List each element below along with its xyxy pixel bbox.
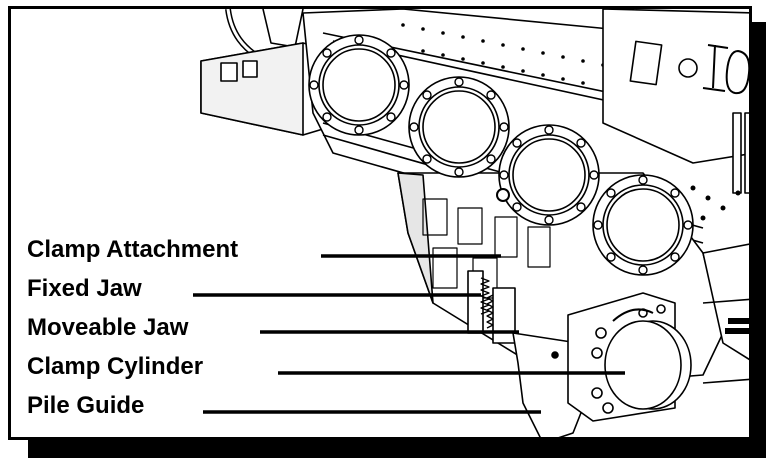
diagram-frame — [8, 6, 752, 440]
leader-lines — [193, 254, 625, 414]
label-clamp-cylinder: Clamp Cylinder — [27, 353, 204, 380]
hose-mount — [262, 9, 304, 48]
port-1 — [308, 34, 410, 136]
port-4 — [592, 174, 694, 276]
port-3 — [498, 124, 600, 226]
port-bolts — [309, 35, 693, 275]
label-clamp-attachment: Clamp Attachment — [27, 236, 239, 263]
label-moveable-jaw: Moveable Jaw — [27, 314, 189, 341]
label-pile-guide: Pile Guide — [27, 392, 145, 419]
machine-drawing — [193, 9, 749, 437]
label-fixed-jaw: Fixed Jaw — [27, 275, 142, 302]
port-2 — [408, 76, 510, 178]
rail-holes — [401, 23, 605, 85]
